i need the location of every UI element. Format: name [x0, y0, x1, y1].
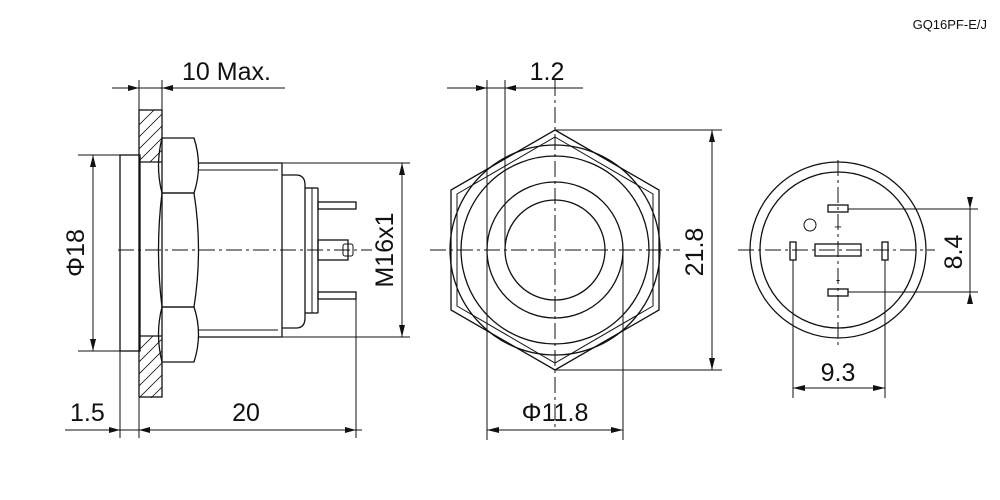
dim-8-4: 8.4: [940, 235, 968, 270]
rear-view: + - 8.4 9.3: [738, 160, 978, 398]
model-code: GQ16PF-E/J: [913, 17, 987, 32]
dim-1-5: 1.5: [70, 399, 105, 427]
led-plus-label: +: [834, 219, 842, 234]
led-minus-label: -: [836, 272, 840, 287]
side-view: 10 Max. Φ18 M16x1 1.5 20: [62, 58, 410, 438]
dim-phi-11-8: Φ11.8: [522, 399, 589, 427]
dim-10-max: 10 Max.: [182, 58, 271, 86]
dim-phi-18: Φ18: [62, 229, 90, 277]
dim-20: 20: [232, 399, 260, 427]
dim-1-2: 1.2: [530, 58, 565, 86]
front-view: 1.2 21.8 Φ11.8: [430, 58, 722, 440]
dim-21-8: 21.8: [681, 228, 709, 277]
dim-m16x1: M16x1: [371, 212, 399, 287]
dim-9-3: 9.3: [821, 359, 856, 387]
